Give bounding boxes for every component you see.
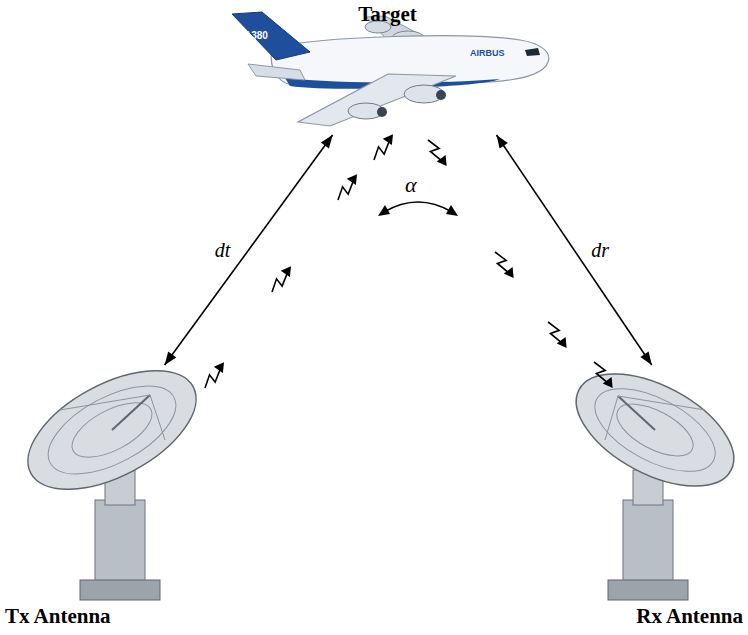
range-label: dr [589, 239, 611, 262]
range-arrow [165, 135, 333, 365]
antenna-node: Target [230, 0, 545, 135]
node-title: Target [358, 2, 417, 27]
rx-dish [558, 351, 748, 600]
antenna-node: Rx Antenna [553, 365, 743, 631]
airplane [232, 12, 549, 126]
range-arrow [496, 135, 651, 365]
angle-arc [378, 202, 458, 216]
signal-arrows [200, 131, 617, 391]
aircraft-marking: A380 [244, 30, 268, 41]
antenna-node: Tx Antenna [5, 365, 205, 631]
range-label: dt [213, 239, 233, 262]
node-title: Rx Antenna [636, 604, 743, 629]
node-title: Tx Antenna [5, 604, 111, 629]
tx-dish [9, 346, 215, 600]
angle-label: α [405, 172, 417, 198]
aircraft-marking: AIRBUS [470, 48, 505, 58]
